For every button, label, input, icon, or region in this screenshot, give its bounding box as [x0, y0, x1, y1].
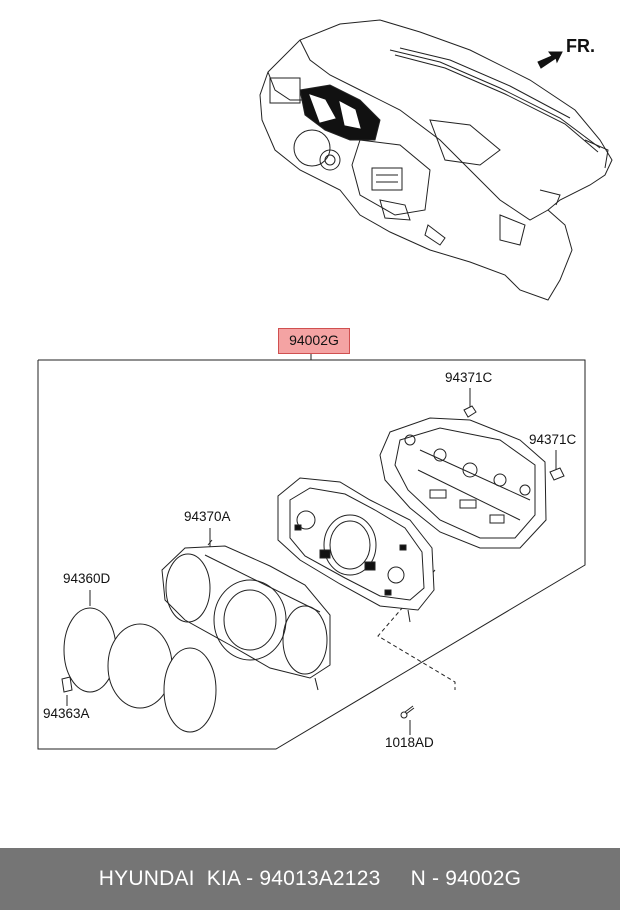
- front-arrow-icon: [538, 52, 562, 68]
- back-case: [380, 418, 546, 548]
- callout-94371c-top: 94371C: [445, 370, 493, 385]
- clip-94371c-top: [464, 406, 476, 417]
- parts-diagram: FR. 94002G 94371C 94371C 94370A 94360D 9…: [0, 0, 620, 848]
- callout-1018ad: 1018AD: [385, 735, 434, 750]
- assembly-box: [38, 354, 585, 749]
- callout-94371c-right: 94371C: [529, 432, 577, 447]
- diagram-drawing: [0, 0, 620, 848]
- clip-94371c-right: [550, 468, 564, 480]
- callout-94370a: 94370A: [184, 509, 231, 524]
- dial-plate: [278, 478, 434, 622]
- callout-94002g: 94002G: [278, 328, 350, 354]
- screw-1018ad: [401, 706, 414, 718]
- callout-94363a: 94363A: [43, 706, 90, 721]
- callout-94360d: 94360D: [63, 571, 111, 586]
- lens-housing: [162, 540, 330, 690]
- footer-text: HYUNDAI KIA - 94013A2123 N - 94002G: [98, 867, 522, 890]
- trip-knob: [62, 677, 72, 692]
- front-glass: [64, 608, 216, 732]
- dashboard-illustration: [260, 20, 612, 300]
- front-direction-label: FR.: [566, 36, 595, 56]
- part-number-footer: HYUNDAI KIA - 94013A2123 N - 94002G: [0, 848, 620, 910]
